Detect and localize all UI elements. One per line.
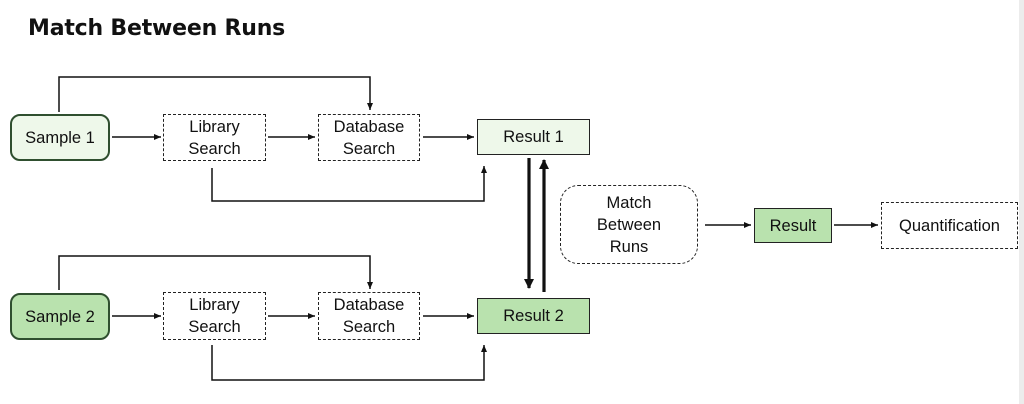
database-search-label-1: Database Search <box>333 117 405 158</box>
result2-node: Result 2 <box>477 298 590 334</box>
match-between-runs-node: Match Between Runs <box>560 185 698 264</box>
arrow-library1-result1-bypass <box>211 166 487 202</box>
sample1-label: Sample 1 <box>25 128 95 147</box>
sample2-label: Sample 2 <box>25 307 95 326</box>
quantification-label: Quantification <box>899 216 1000 235</box>
library-search-label-1: Library Search <box>188 117 241 158</box>
library-search-node-1: Library Search <box>163 114 266 161</box>
arrow-library2-result2-bypass <box>211 345 487 381</box>
result-label: Result <box>769 216 817 235</box>
match-between-runs-label: Match Between Runs <box>596 193 662 256</box>
database-search-node-1: Database Search <box>318 114 420 161</box>
quantification-node: Quantification <box>881 202 1018 249</box>
arrow-sample2-database2-bypass <box>58 255 373 290</box>
arrow-sample1-database1-bypass <box>58 76 373 112</box>
page-title: Match Between Runs <box>28 16 286 41</box>
library-search-node-2: Library Search <box>163 292 266 340</box>
result-node: Result <box>754 208 832 243</box>
library-search-label-2: Library Search <box>188 296 241 336</box>
sample2-node: Sample 2 <box>10 293 110 340</box>
database-search-node-2: Database Search <box>318 292 420 340</box>
database-search-label-2: Database Search <box>333 296 405 336</box>
window-edge <box>1019 0 1024 404</box>
result1-node: Result 1 <box>477 119 590 155</box>
result2-label: Result 2 <box>503 307 564 325</box>
result1-label: Result 1 <box>503 128 564 146</box>
sample1-node: Sample 1 <box>10 114 110 161</box>
